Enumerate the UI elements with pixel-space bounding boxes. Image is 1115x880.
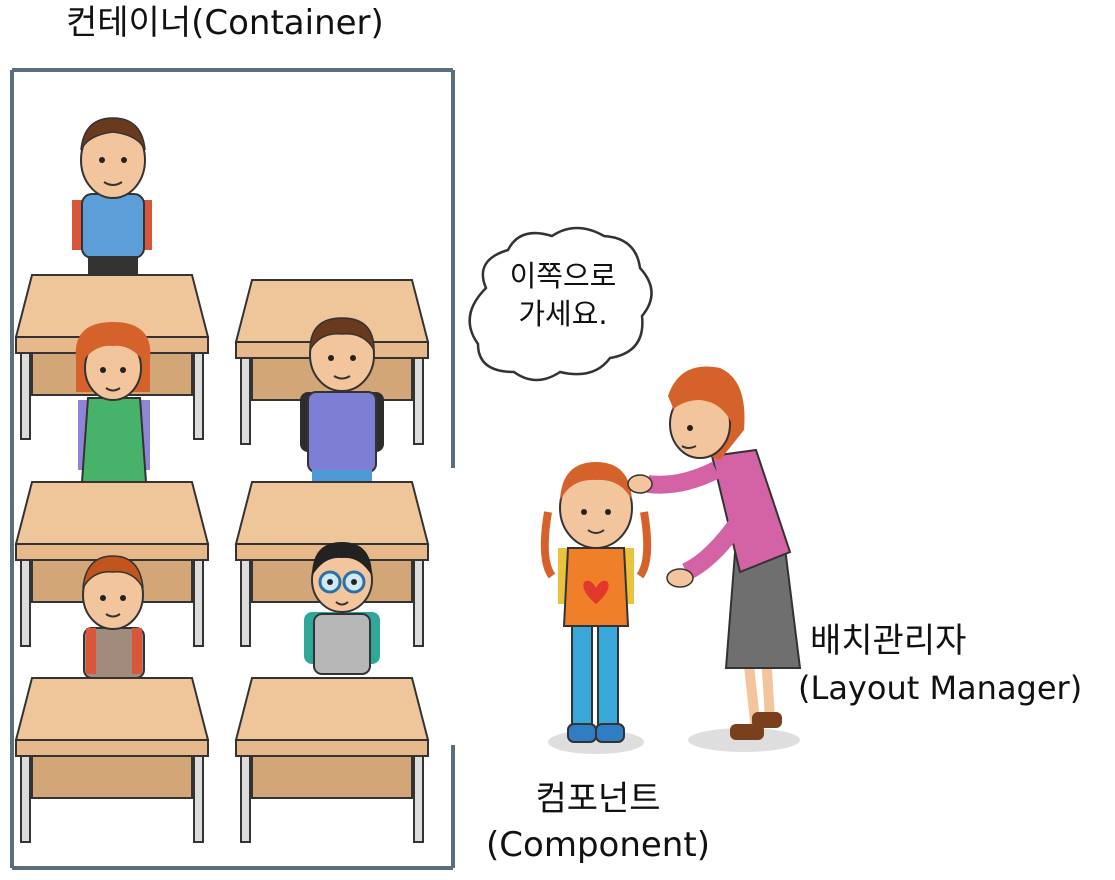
- speech-bubble-icon: [468, 226, 653, 382]
- desk-5: [15, 677, 209, 843]
- teacher-icon: [627, 366, 802, 752]
- girl-icon: [540, 462, 652, 754]
- component-label-en: (Component): [486, 825, 710, 865]
- student-top: [72, 117, 152, 278]
- speech-text-line1: 이쪽으로: [509, 259, 617, 293]
- student-boy-glasses: [304, 542, 380, 675]
- desk-6: [235, 677, 429, 843]
- component-label-ko: 컴포넌트: [535, 779, 661, 819]
- layout-manager-label-ko: 배치관리자: [810, 621, 967, 661]
- speech-text-line2: 가세요.: [518, 297, 608, 331]
- student-boy-beige: [82, 555, 145, 679]
- student-girl-green: [75, 322, 151, 483]
- layout-manager-label-en: (Layout Manager): [798, 669, 1083, 707]
- student-boy-purple: [300, 317, 384, 484]
- container-title: 컨테이너(Container): [66, 3, 384, 43]
- container-frame: [10, 68, 455, 870]
